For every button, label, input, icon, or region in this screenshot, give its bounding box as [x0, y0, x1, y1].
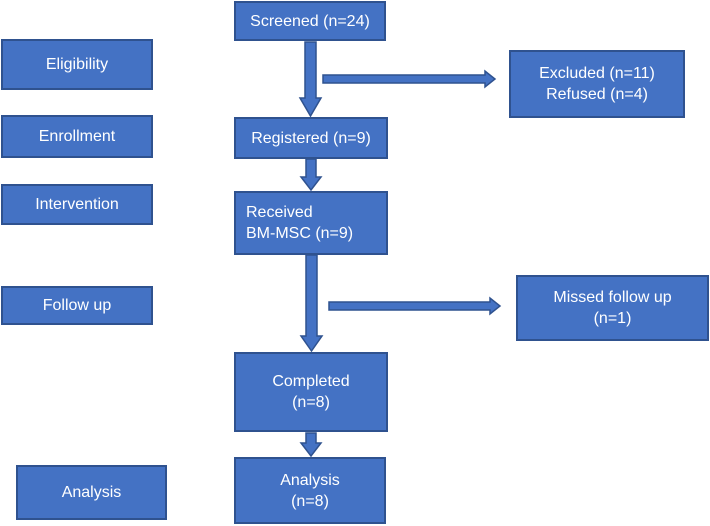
missed-follow-up-label-line1: Missed follow up — [553, 289, 672, 306]
arrow-received-to-completed — [299, 254, 324, 353]
stage-enrollment: Enrollment — [1, 115, 153, 158]
screened-label: Screened (n=24) — [250, 12, 370, 30]
stage-intervention: Intervention — [1, 184, 153, 225]
arrow-completed-to-analysis — [299, 432, 323, 458]
missed-follow-up-label-line2: (n=1) — [593, 310, 632, 327]
analysis-box: Analysis (n=8) — [234, 457, 386, 524]
completed-box: Completed (n=8) — [234, 352, 388, 432]
arrow-screened-to-registered — [298, 41, 323, 118]
arrow-registered-to-received — [299, 158, 323, 192]
received-label-line2: BM-MSC (n=9) — [246, 225, 354, 242]
stage-enrollment-label: Enrollment — [38, 128, 116, 145]
arrow-to-excluded — [322, 69, 497, 89]
stage-analysis-label: Analysis — [61, 484, 122, 501]
missed-follow-up-box: Missed follow up (n=1) — [516, 275, 709, 341]
completed-label-line1: Completed — [272, 373, 350, 390]
arrow-to-missed-follow-up — [328, 296, 502, 316]
excluded-label-line2: Refused (n=4) — [546, 86, 648, 103]
excluded-box: Excluded (n=11) Refused (n=4) — [509, 50, 685, 118]
analysis-label-line2: (n=8) — [291, 492, 329, 510]
stage-follow-up-label: Follow up — [42, 297, 112, 314]
registered-box: Registered (n=9) — [234, 117, 388, 159]
stage-analysis: Analysis — [16, 465, 167, 520]
received-box: Received BM-MSC (n=9) — [234, 191, 388, 255]
analysis-label-line1: Analysis — [280, 471, 340, 489]
stage-eligibility: Eligibility — [1, 39, 153, 90]
excluded-label-line1: Excluded (n=11) — [539, 65, 655, 82]
received-label-line1: Received — [246, 204, 313, 221]
stage-eligibility-label: Eligibility — [45, 56, 109, 73]
stage-follow-up: Follow up — [1, 286, 153, 325]
screened-box: Screened (n=24) — [234, 1, 386, 41]
registered-label: Registered (n=9) — [251, 129, 371, 147]
completed-label-line2: (n=8) — [292, 394, 330, 411]
stage-intervention-label: Intervention — [35, 196, 119, 213]
